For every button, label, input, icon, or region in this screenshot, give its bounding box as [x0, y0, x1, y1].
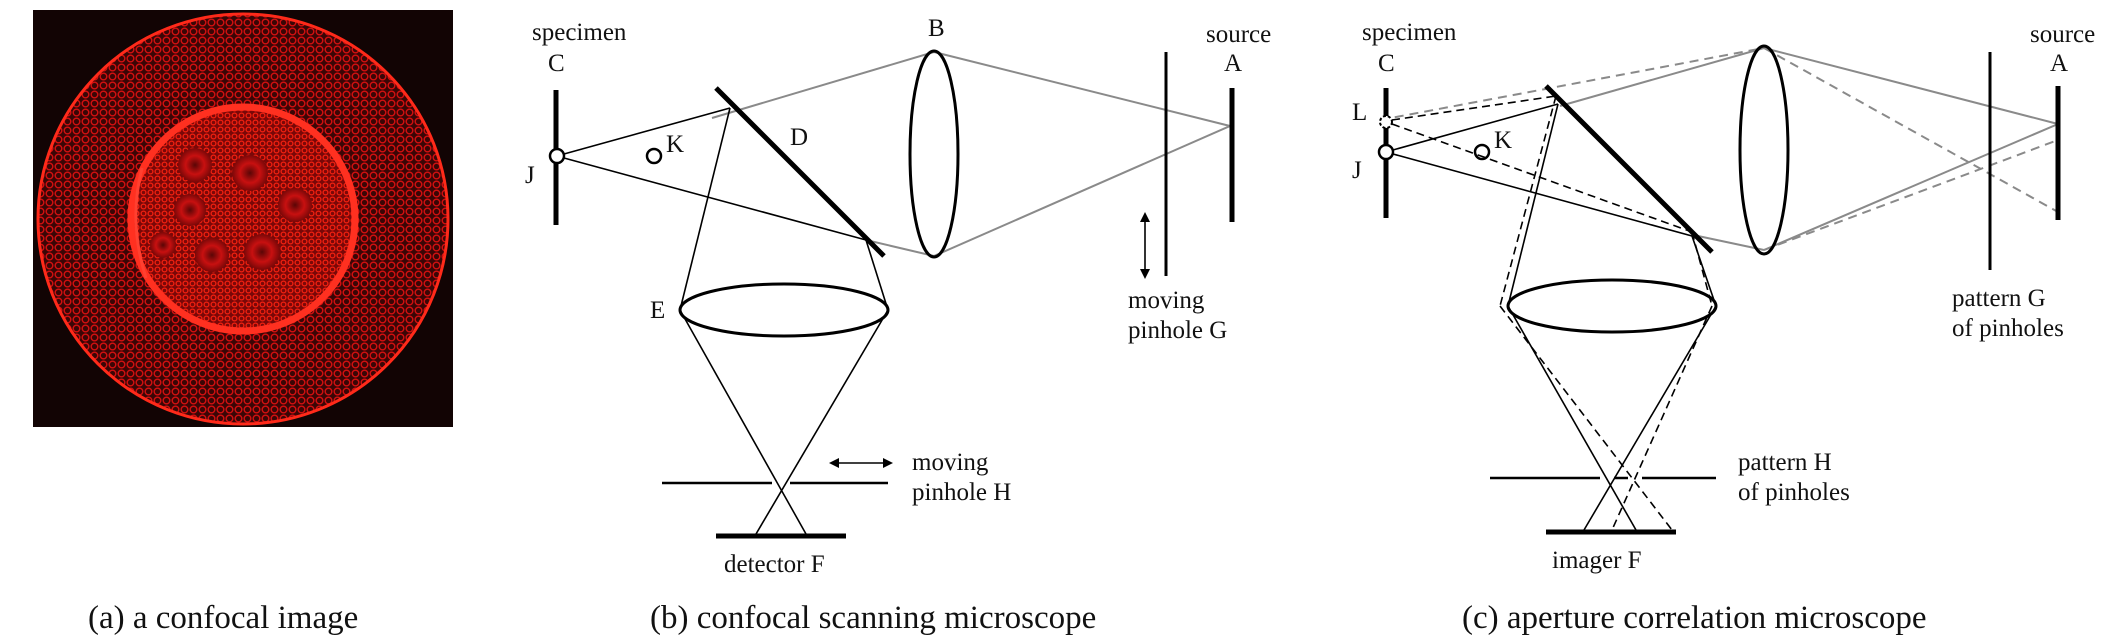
illum-ray — [933, 51, 1231, 127]
label-source: source — [1206, 21, 1271, 48]
objective-lens — [1738, 44, 1790, 256]
vascular-bundle — [150, 232, 176, 258]
illum-ray — [933, 125, 1231, 257]
detect-ray-dashed — [1611, 305, 1713, 531]
illum-ray — [1763, 123, 2059, 251]
stele-fold — [134, 167, 148, 279]
tube-lens — [1506, 278, 1718, 334]
label-imager: imager F — [1552, 547, 1642, 574]
vascular-bundle — [178, 148, 212, 182]
focal-point-j — [548, 147, 566, 165]
vascular-bundle — [244, 234, 280, 270]
confocal-image — [33, 10, 453, 427]
label-pattern-h-1: pattern H — [1738, 449, 1832, 476]
panel-b-diagram: specimen C J K D B source A moving pinho… — [525, 15, 1271, 578]
label-b: B — [928, 15, 945, 42]
detect-ray — [679, 309, 807, 535]
detect-ray — [679, 107, 731, 311]
illum-ray — [865, 239, 935, 257]
label-a: A — [2050, 50, 2068, 77]
caption-c: (c) aperture correlation microscope — [1462, 600, 1927, 636]
illum-ray — [1559, 47, 1765, 107]
vascular-bundle — [232, 155, 268, 191]
detect-ray — [865, 239, 889, 311]
label-moving-g-1: moving — [1128, 287, 1205, 314]
detect-ray — [1507, 305, 1637, 531]
detect-ray — [755, 309, 889, 535]
focal-point-l — [1379, 115, 1393, 129]
beam-upper — [563, 107, 731, 155]
illum-ray — [1763, 47, 2059, 125]
label-specimen: specimen — [1362, 19, 1457, 46]
dichroic-mirror — [714, 86, 886, 258]
vascular-bundle — [278, 188, 312, 222]
illum-ray-dashed — [1763, 139, 2059, 251]
beam-dashed — [1391, 95, 1557, 121]
panel-c-diagram: specimen C L J K source A pattern G of p… — [1352, 19, 2095, 574]
label-specimen: specimen — [532, 19, 627, 46]
out-of-focus-point-k — [645, 147, 663, 165]
label-d: D — [790, 124, 808, 151]
label-l: L — [1352, 99, 1367, 126]
detect-ray — [1583, 305, 1717, 531]
illum-ray-dashed — [1763, 47, 2059, 213]
beam-lower — [1392, 153, 1693, 237]
vascular-bundle — [174, 194, 206, 226]
stele-ring — [127, 103, 359, 335]
tube-lens-e — [678, 282, 890, 338]
arrow-head — [1140, 269, 1150, 279]
dichroic-mirror — [1544, 84, 1714, 254]
label-pattern-g-1: pattern G — [1952, 285, 2046, 312]
detect-ray-dashed — [1499, 95, 1557, 307]
label-pattern-h-2: of pinholes — [1738, 479, 1850, 506]
beam-lower — [563, 157, 867, 241]
detect-ray — [1507, 103, 1559, 307]
label-k: K — [1494, 127, 1512, 154]
detect-ray-dashed — [1499, 305, 1673, 531]
beam-dashed — [1391, 123, 1693, 233]
label-moving-h-1: moving — [912, 449, 989, 476]
label-detector: detector F — [724, 551, 825, 578]
caption-b: (b) confocal scanning microscope — [650, 600, 1096, 636]
label-c: C — [548, 50, 565, 77]
objective-lens — [908, 49, 960, 259]
arrow-head — [1140, 212, 1150, 222]
vascular-bundles — [150, 148, 312, 272]
label-j: J — [525, 162, 535, 189]
arrow-head — [883, 458, 893, 468]
label-c: C — [1378, 50, 1395, 77]
illum-ray — [1697, 235, 1765, 251]
label-k: K — [666, 131, 684, 158]
label-a: A — [1224, 50, 1242, 77]
label-e: E — [650, 297, 665, 324]
label-moving-h-2: pinhole H — [912, 479, 1011, 506]
illum-ray — [711, 51, 935, 119]
label-source: source — [2030, 21, 2095, 48]
label-j: J — [1352, 157, 1362, 184]
arrow-head — [829, 458, 839, 468]
beam-upper — [1392, 103, 1559, 151]
caption-a: (a) a confocal image — [88, 600, 358, 636]
vascular-bundle — [195, 238, 229, 272]
focal-point-j — [1377, 143, 1395, 161]
label-pattern-g-2: of pinholes — [1952, 315, 2064, 342]
illum-ray-dashed — [1379, 47, 1765, 121]
outer-epidermis — [36, 12, 450, 426]
label-moving-g-2: pinhole G — [1128, 317, 1227, 344]
